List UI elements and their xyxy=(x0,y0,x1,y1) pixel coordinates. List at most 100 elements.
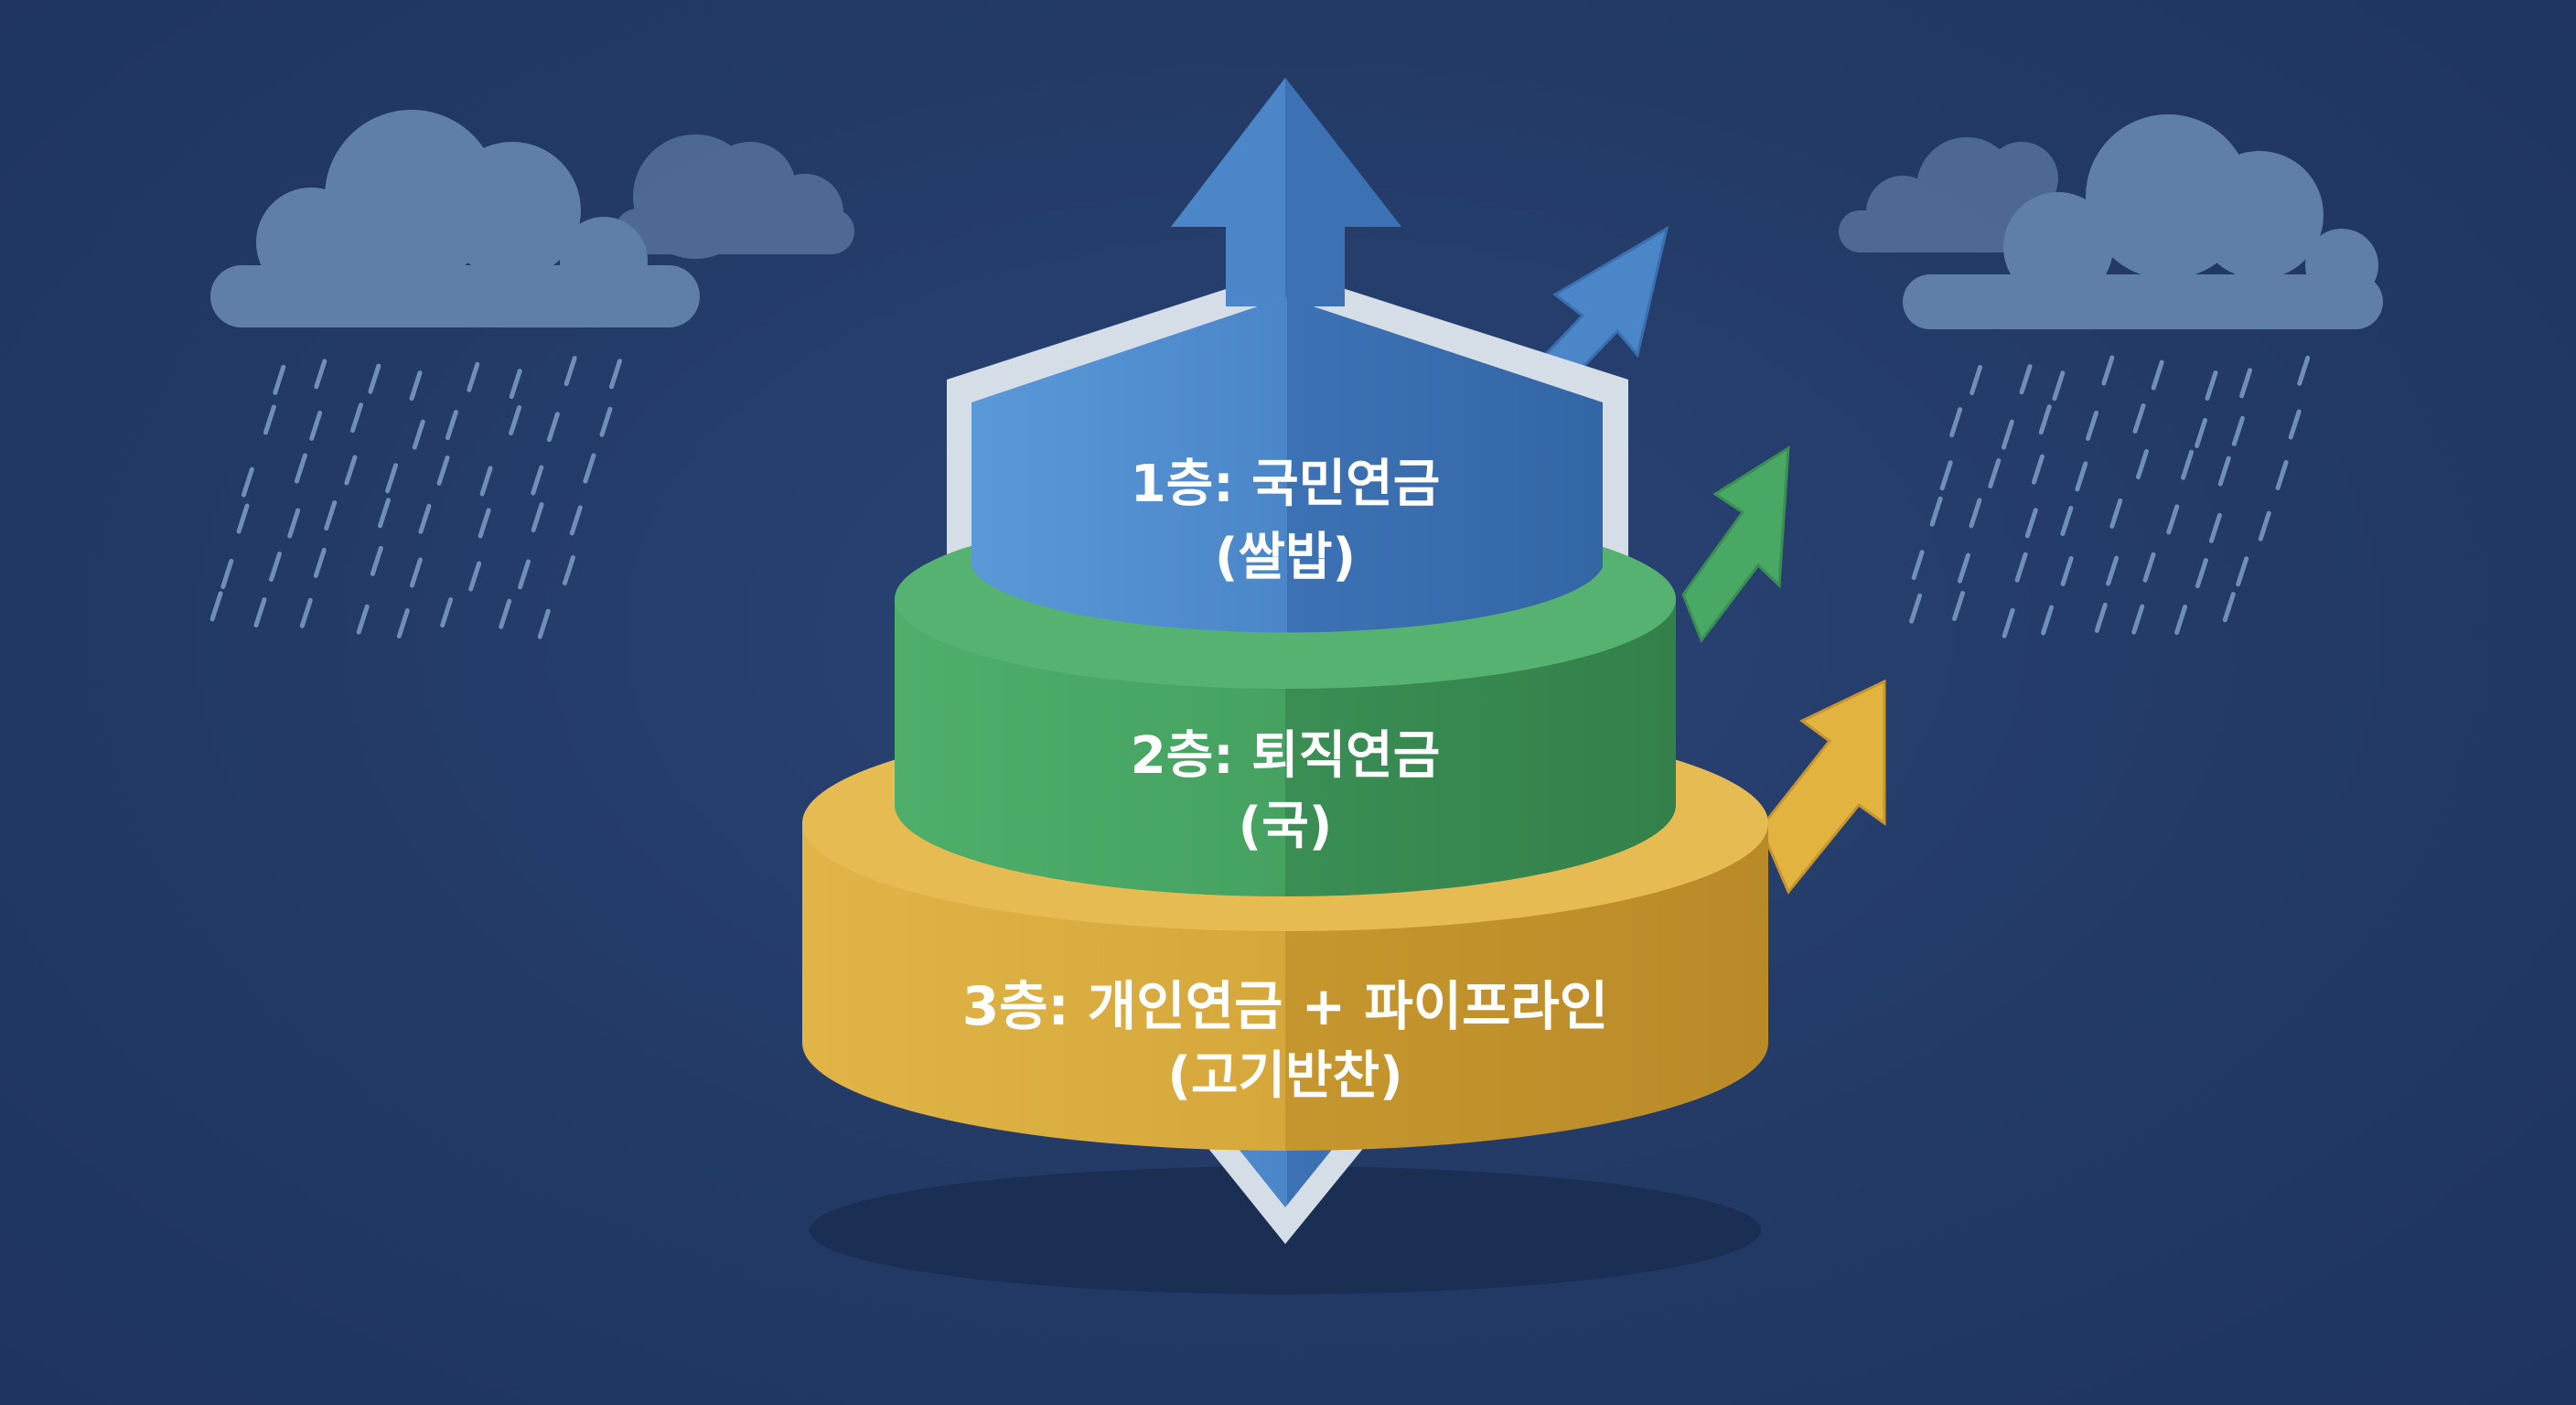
raindrop xyxy=(2002,607,2015,638)
raindrop xyxy=(313,547,327,578)
raindrop xyxy=(2052,370,2066,402)
raindrop xyxy=(1949,407,1963,438)
raindrop xyxy=(2231,415,2245,446)
raindrop xyxy=(2060,555,2074,586)
raindrop xyxy=(467,361,480,392)
rain-cloud-icon xyxy=(1839,114,2383,638)
raindrop xyxy=(356,604,370,635)
raindrop xyxy=(537,608,551,639)
raindrop xyxy=(509,404,522,435)
raindrop xyxy=(2001,419,2014,450)
raindrop xyxy=(2195,558,2208,589)
raindrop xyxy=(2131,604,2145,635)
raindrop xyxy=(2258,510,2271,542)
raindrop xyxy=(2222,592,2236,623)
rain-cloud-icon xyxy=(209,110,854,639)
raindrop xyxy=(2038,404,2052,435)
raindrop xyxy=(2101,355,2115,386)
raindrop xyxy=(236,503,250,534)
raindrop xyxy=(2275,459,2289,490)
raindrop xyxy=(2217,456,2231,487)
raindrop xyxy=(2086,410,2099,441)
raindrop xyxy=(409,557,423,588)
raindrop xyxy=(2195,417,2208,448)
raindrop xyxy=(370,545,383,576)
raindrop xyxy=(2109,498,2123,529)
raindrop xyxy=(2132,402,2146,434)
raindrop xyxy=(608,359,622,390)
raindrop xyxy=(531,501,544,532)
raindrop xyxy=(445,410,458,441)
growth-arrow-icon xyxy=(1171,78,1401,306)
raindrop xyxy=(412,419,425,450)
raindrop xyxy=(1969,498,1982,529)
raindrop xyxy=(2205,370,2218,401)
raindrop xyxy=(273,364,286,395)
raindrop xyxy=(1911,550,1925,581)
raindrop xyxy=(1970,365,1983,396)
raindrop xyxy=(418,503,432,534)
raindrop xyxy=(2060,505,2074,536)
raindrop xyxy=(220,558,234,589)
raindrop xyxy=(546,412,560,443)
raindrop xyxy=(599,406,613,437)
raindrop xyxy=(2014,552,2028,583)
raindrop xyxy=(2151,359,2164,391)
raindrop xyxy=(344,455,358,486)
raindrop xyxy=(478,508,491,539)
raindrop xyxy=(2031,454,2045,485)
raindrop xyxy=(562,554,575,585)
raindrop xyxy=(2041,605,2055,636)
raindrop xyxy=(436,455,450,486)
raindrop xyxy=(299,597,313,628)
raindrop xyxy=(499,598,512,629)
raindrop xyxy=(1952,590,1966,621)
raindrop xyxy=(2019,364,2033,395)
raindrop xyxy=(583,453,596,484)
raindrop xyxy=(1909,593,1923,624)
raindrop xyxy=(253,596,267,627)
raindrop xyxy=(263,404,276,435)
raindrop xyxy=(314,359,327,390)
raindrop xyxy=(479,466,493,497)
raindrop xyxy=(2239,368,2253,399)
raindrop xyxy=(2208,512,2222,543)
tier-3-subtitle: (고기반찬) xyxy=(1167,1046,1402,1106)
raindrop xyxy=(509,369,522,400)
raindrop xyxy=(2236,556,2249,587)
raindrop xyxy=(531,465,544,496)
raindrop xyxy=(209,591,223,622)
raindrop xyxy=(269,551,283,582)
raindrop xyxy=(468,561,482,592)
raindrop xyxy=(564,356,577,387)
growth-arrow-icon xyxy=(1497,225,1886,895)
raindrop xyxy=(2166,504,2180,535)
raindrop xyxy=(409,370,423,402)
tier-1 xyxy=(971,297,1603,633)
raindrop xyxy=(294,453,307,484)
raindrop xyxy=(2024,508,2038,539)
tier-3-title: 3층: 개인연금 + 파이프라인 xyxy=(962,975,1608,1037)
raindrop xyxy=(2075,461,2088,492)
tier-1-subtitle: (쌀밥) xyxy=(1215,528,1356,587)
raindrop xyxy=(1988,458,2002,489)
raindrop xyxy=(396,607,410,638)
raindrop xyxy=(1929,496,1943,527)
raindrop xyxy=(1957,552,1970,584)
raindrop xyxy=(2297,355,2311,386)
tier-1-title: 1층: 국민연금 xyxy=(1131,455,1440,514)
raindrop xyxy=(287,508,301,539)
raindrop xyxy=(569,505,583,536)
raindrop xyxy=(1939,460,1953,491)
raindrop xyxy=(385,463,399,494)
raindrop xyxy=(518,559,531,590)
raindrop xyxy=(2174,605,2188,636)
raindrop xyxy=(2142,552,2156,583)
raindrop xyxy=(2288,409,2302,440)
raindrop xyxy=(2135,448,2149,479)
raindrop xyxy=(440,597,454,628)
tier-2-title: 2층: 퇴직연금 xyxy=(1131,726,1440,786)
raindrop xyxy=(324,499,338,531)
raindrop xyxy=(350,402,364,434)
